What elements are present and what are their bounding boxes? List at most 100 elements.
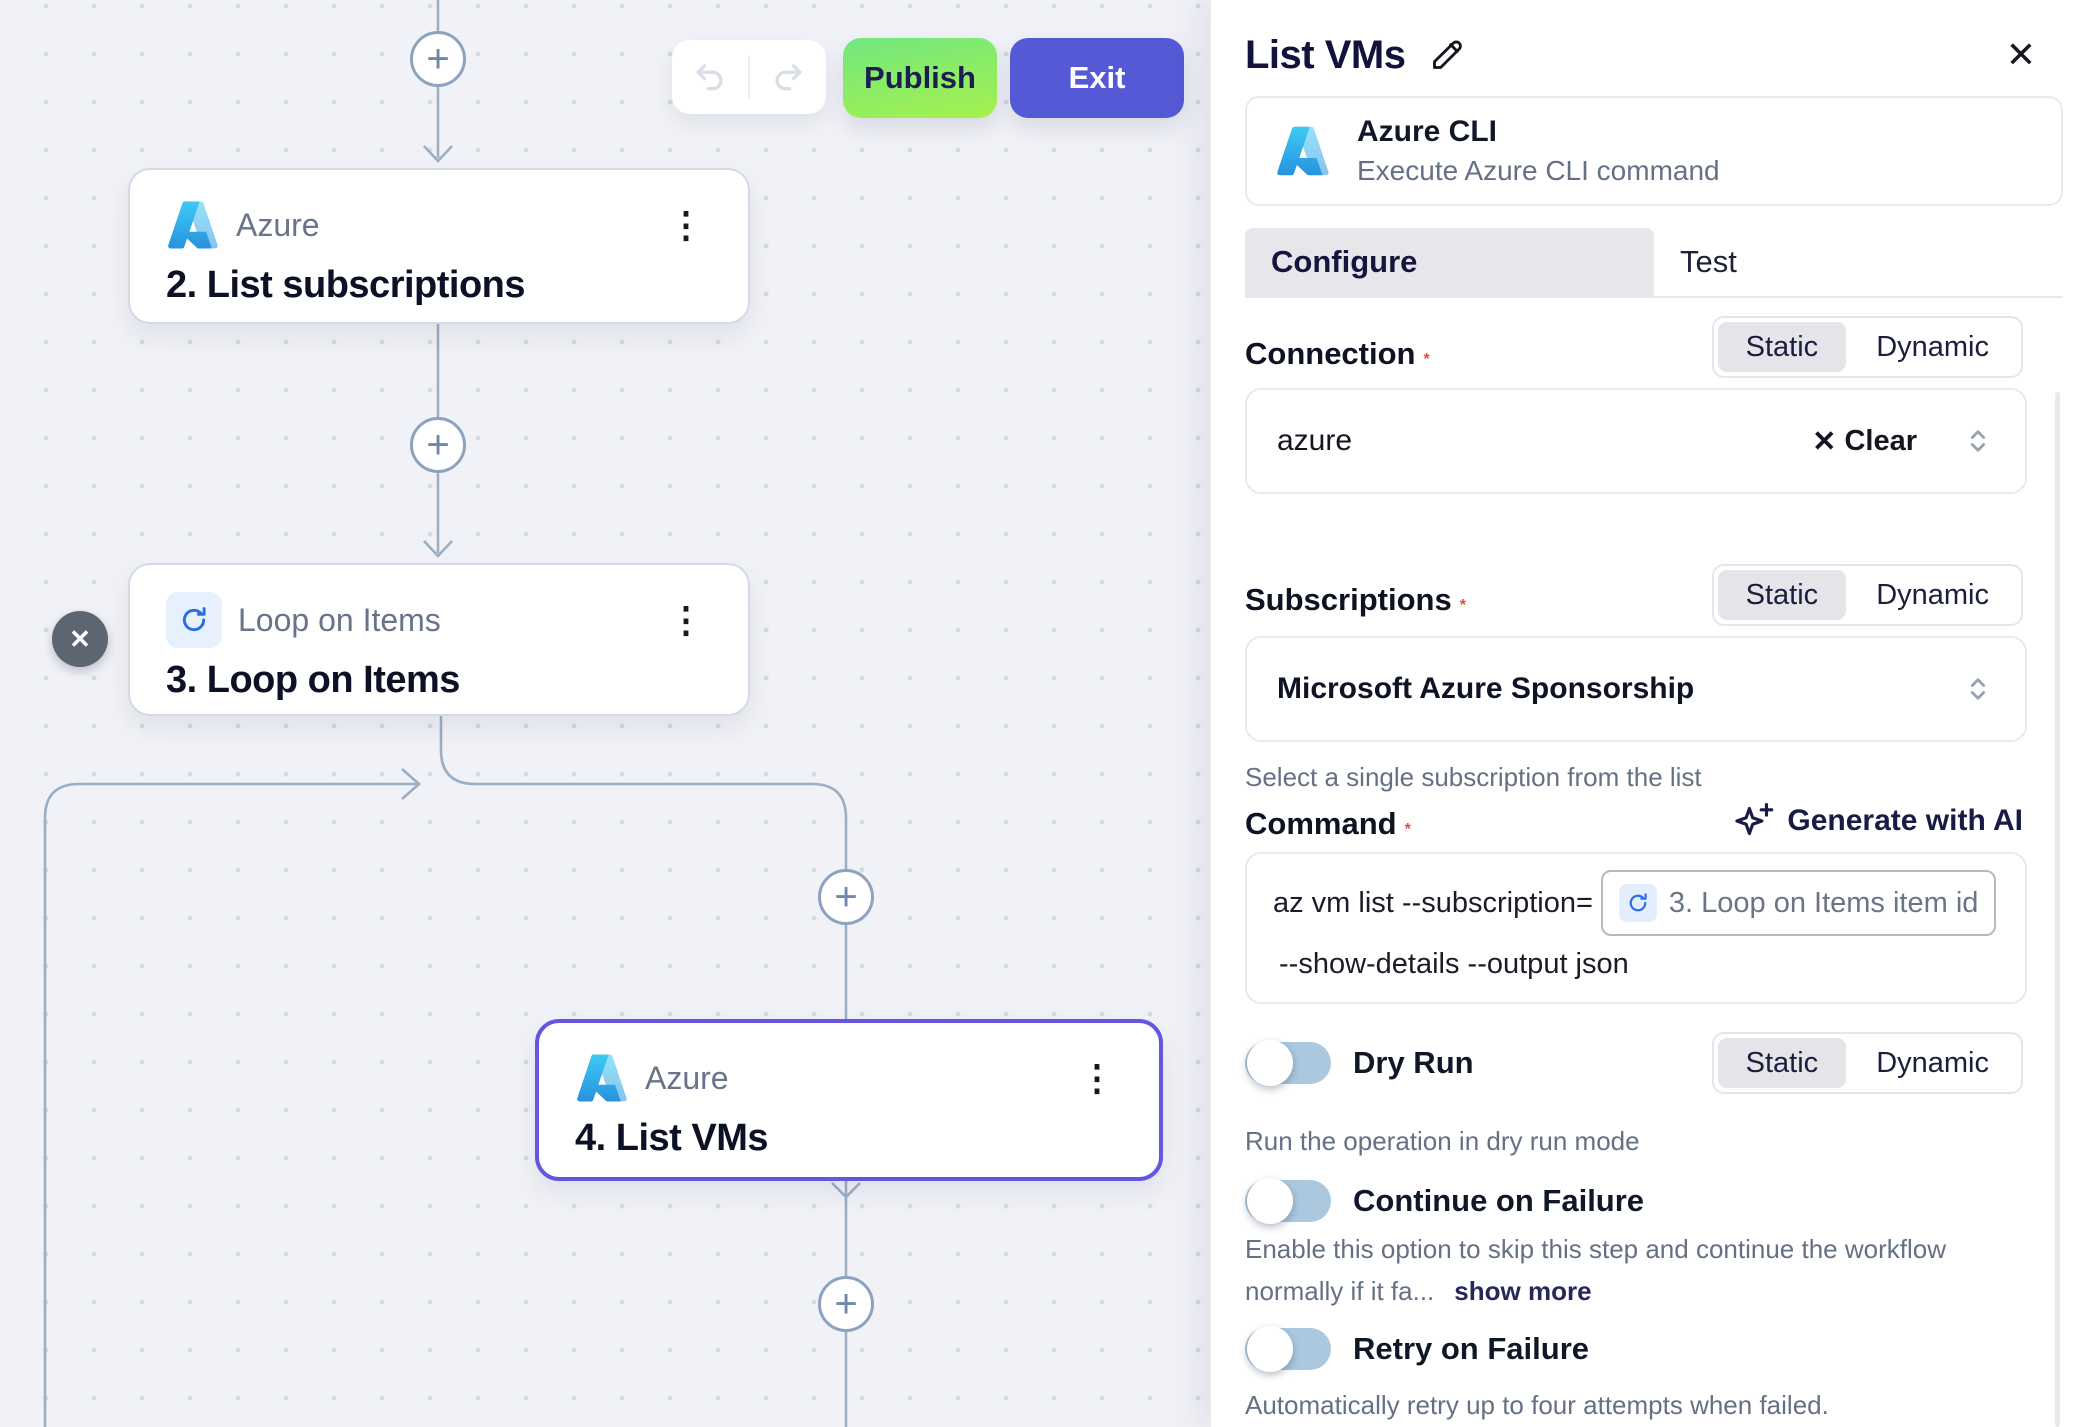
continue-on-failure-row: Continue on Failure (1245, 1174, 1644, 1228)
node-menu-button[interactable]: ⋮ (668, 204, 704, 245)
add-step-button-bottom[interactable]: + (818, 1276, 874, 1332)
command-editor[interactable]: az vm list --subscription= 3. Loop on It… (1245, 852, 2027, 1004)
segment-static[interactable]: Static (1717, 570, 1847, 620)
azure-icon (575, 1051, 629, 1105)
plus-icon: + (426, 423, 450, 467)
unfold-icon (1961, 672, 1995, 706)
connection-label: Connection (1245, 336, 1416, 371)
required-asterisk: * (1423, 351, 1430, 368)
plus-icon: + (834, 875, 858, 919)
continue-on-failure-helper: Enable this option to skip this step and… (1245, 1228, 2031, 1312)
dry-run-toggle[interactable] (1245, 1040, 1331, 1086)
node-menu-button[interactable]: ⋮ (668, 599, 704, 640)
add-step-button-mid[interactable]: + (410, 417, 466, 473)
segmented-subscriptions: Static Dynamic (1711, 564, 2023, 626)
publish-button[interactable]: Publish (843, 38, 997, 118)
subscriptions-label-row: Subscriptions * (1245, 582, 1466, 618)
node-title: 3. Loop on Items (166, 659, 460, 701)
retry-on-failure-helper: Automatically retry up to four attempts … (1245, 1390, 1829, 1420)
connection-value: azure (1277, 424, 1353, 457)
dry-run-label: Dry Run (1353, 1045, 1474, 1080)
retry-on-failure-toggle[interactable] (1245, 1326, 1331, 1372)
toggle-knob (1247, 1040, 1293, 1086)
subscriptions-value: Microsoft Azure Sponsorship (1277, 672, 1695, 705)
loop-token-chip[interactable]: 3. Loop on Items item id (1600, 870, 1997, 936)
segment-static[interactable]: Static (1717, 322, 1847, 372)
tab-test[interactable]: Test (1680, 244, 1737, 279)
continue-on-failure-toggle[interactable] (1245, 1178, 1331, 1224)
connector-loop-back (43, 782, 418, 1427)
segment-static[interactable]: Static (1717, 1038, 1847, 1088)
arrowhead-into-node-2 (423, 145, 453, 163)
collapse-loop-button[interactable]: ✕ (52, 611, 108, 667)
loop-icon (166, 592, 222, 648)
divider (748, 55, 750, 99)
required-asterisk: * (1404, 821, 1411, 838)
subscriptions-label: Subscriptions (1245, 582, 1452, 617)
continue-helper-text: Enable this option to skip this step and… (1245, 1234, 1946, 1306)
undo-redo-card (672, 40, 826, 114)
panel-tabs: Configure Test (1245, 228, 2063, 298)
plus-icon: + (834, 1282, 858, 1326)
generate-with-ai-button[interactable]: Generate with AI (1733, 800, 2023, 842)
add-step-button-loop[interactable]: + (818, 869, 874, 925)
collapse-icon: ✕ (69, 623, 91, 654)
azure-cli-icon (1275, 123, 1331, 179)
segmented-dry-run: Static Dynamic (1711, 1032, 2023, 1094)
node-list-subscriptions[interactable]: Azure ⋮ 2. List subscriptions (128, 168, 750, 324)
panel-title: List VMs (1245, 32, 1406, 77)
close-panel-button[interactable]: ✕ (2005, 34, 2036, 75)
generate-with-ai-label: Generate with AI (1787, 804, 2023, 837)
dry-run-helper: Run the operation in dry run mode (1245, 1126, 1640, 1156)
pencil-icon (1427, 35, 1467, 75)
panel-header: List VMs ✕ (1245, 28, 2036, 82)
node-title: 4. List VMs (575, 1117, 769, 1159)
subscriptions-select[interactable]: Microsoft Azure Sponsorship (1245, 636, 2027, 742)
clear-connection-button[interactable]: ✕ Clear (1812, 424, 1917, 459)
panel-scrollbar[interactable] (2055, 392, 2060, 1427)
segment-dynamic[interactable]: Dynamic (1876, 1046, 1989, 1079)
segment-dynamic[interactable]: Dynamic (1876, 330, 1989, 363)
command-text-after: --show-details --output json (1279, 947, 1629, 980)
workflow-canvas[interactable]: + + + + Azure ⋮ 2. List subscriptions Lo… (0, 0, 1210, 1427)
node-list-vms[interactable]: Azure ⋮ 4. List VMs (535, 1019, 1163, 1181)
edit-title-button[interactable] (1427, 35, 1467, 75)
toggle-knob (1247, 1178, 1293, 1224)
node-app-label: Azure (645, 1059, 729, 1096)
action-card-title: Azure CLI (1357, 115, 1498, 148)
unfold-icon (1961, 424, 1995, 458)
details-panel: List VMs ✕ Azure CLI Execute Azure CLI c… (1210, 0, 2080, 1427)
tab-configure[interactable]: Configure (1245, 228, 1654, 296)
node-menu-button[interactable]: ⋮ (1079, 1057, 1115, 1098)
action-card-subtitle: Execute Azure CLI command (1357, 155, 1720, 186)
node-loop-on-items[interactable]: Loop on Items ⋮ 3. Loop on Items (128, 563, 750, 716)
node-app-label: Loop on Items (238, 601, 441, 638)
exit-button[interactable]: Exit (1010, 38, 1184, 118)
action-card: Azure CLI Execute Azure CLI command (1245, 96, 2063, 206)
undo-icon (691, 58, 729, 96)
redo-button[interactable] (750, 40, 826, 114)
segment-dynamic[interactable]: Dynamic (1876, 578, 1989, 611)
show-more-link[interactable]: show more (1454, 1276, 1592, 1306)
segmented-connection: Static Dynamic (1711, 316, 2023, 378)
required-asterisk: * (1459, 597, 1466, 614)
undo-button[interactable] (672, 40, 748, 114)
dry-run-row: Dry Run (1245, 1036, 1474, 1090)
connection-label-row: Connection * (1245, 336, 1430, 372)
arrowhead-below-node-4 (831, 1182, 861, 1199)
azure-icon (166, 198, 220, 252)
node-title: 2. List subscriptions (166, 264, 526, 306)
clear-label: Clear (1844, 424, 1917, 457)
chip-label: 3. Loop on Items item id (1668, 886, 1979, 919)
connector-loop-body (439, 716, 848, 1427)
sparkle-icon (1733, 800, 1775, 842)
continue-on-failure-label: Continue on Failure (1353, 1183, 1645, 1218)
arrowhead-loop-back (401, 768, 421, 800)
command-label-row: Command* (1245, 806, 1411, 842)
toggle-knob (1247, 1326, 1293, 1372)
clear-x-icon: ✕ (1812, 425, 1837, 458)
add-step-button-top[interactable]: + (410, 31, 466, 87)
connection-select[interactable]: azure ✕ Clear (1245, 388, 2027, 494)
node-app-label: Azure (236, 206, 320, 243)
command-text-before: az vm list --subscription= (1273, 886, 1593, 919)
